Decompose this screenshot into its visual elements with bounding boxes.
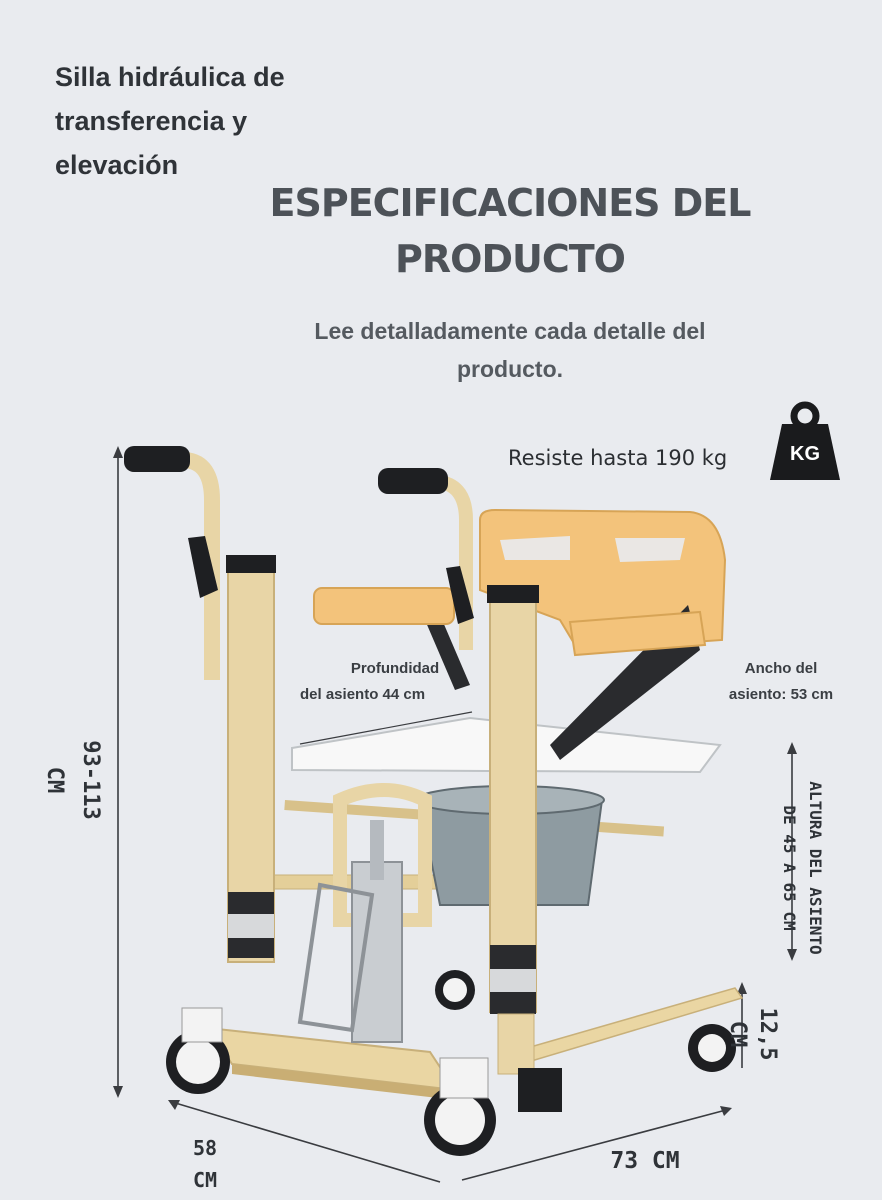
seat-width-label: Ancho del asiento: 53 cm [706, 656, 856, 708]
seat-height-label: ALTURA DEL ASIENTO DE 45 A 65 CM [690, 781, 882, 954]
seat-depth-line-1: Profundidad [350, 660, 440, 677]
weight-capacity-text: Resiste hasta 190 kg [508, 446, 728, 470]
base-depth-value: 58 [192, 1136, 218, 1160]
seat-height-line-1: ALTURA DEL ASIENTO [806, 781, 825, 955]
base-depth-unit: CM [192, 1168, 218, 1192]
base-depth-label: 58 CM [170, 1132, 240, 1196]
wheel-front-left [166, 1007, 230, 1094]
specs-title-line-1: ESPECIFICACIONES DEL [269, 181, 752, 225]
product-headline: Silla hidráulica de transferencia y elev… [55, 55, 385, 187]
seat-depth-label: Profundidad del asiento 44 cm [300, 656, 490, 708]
kg-weight-icon: KG [770, 401, 840, 480]
seat-width-line-2: asiento: 53 cm [728, 686, 834, 703]
total-height-unit: CM [42, 766, 67, 794]
specs-title: ESPECIFICACIONES DEL PRODUCTO [250, 175, 770, 287]
base-height-label: 12,5 CM [700, 1002, 800, 1066]
headline-line-1: Silla hidráulica de [55, 62, 285, 92]
specs-subtitle-line-2: producto. [456, 356, 564, 382]
specs-title-line-2: PRODUCTO [395, 237, 626, 281]
total-height-value: 93-113 [78, 740, 103, 820]
headline-line-3: elevación [55, 150, 179, 180]
kg-icon-label: KG [790, 443, 820, 465]
wheel-rear-right [688, 1024, 736, 1072]
specs-subtitle-line-1: Lee detalladamente cada detalle del [314, 318, 706, 344]
chair-drawing [124, 446, 744, 1156]
specs-subtitle: Lee detalladamente cada detalle del prod… [250, 312, 770, 388]
headline-line-2: transferencia y [55, 106, 248, 136]
total-height-label: 93-113 CM [0, 740, 138, 820]
dimension-lines [113, 446, 797, 1183]
base-height-value: 12,5 [755, 1007, 780, 1061]
seat-width-line-1: Ancho del [744, 660, 818, 677]
base-height-unit: CM [725, 1020, 750, 1048]
base-length-label: 73 CM [610, 1148, 680, 1174]
seat-height-line-2: DE 45 A 65 CM [780, 805, 799, 931]
wheel-rear-left [435, 970, 475, 1010]
wheel-front-right [424, 1057, 496, 1156]
seat-depth-line-2: del asiento 44 cm [300, 686, 426, 703]
